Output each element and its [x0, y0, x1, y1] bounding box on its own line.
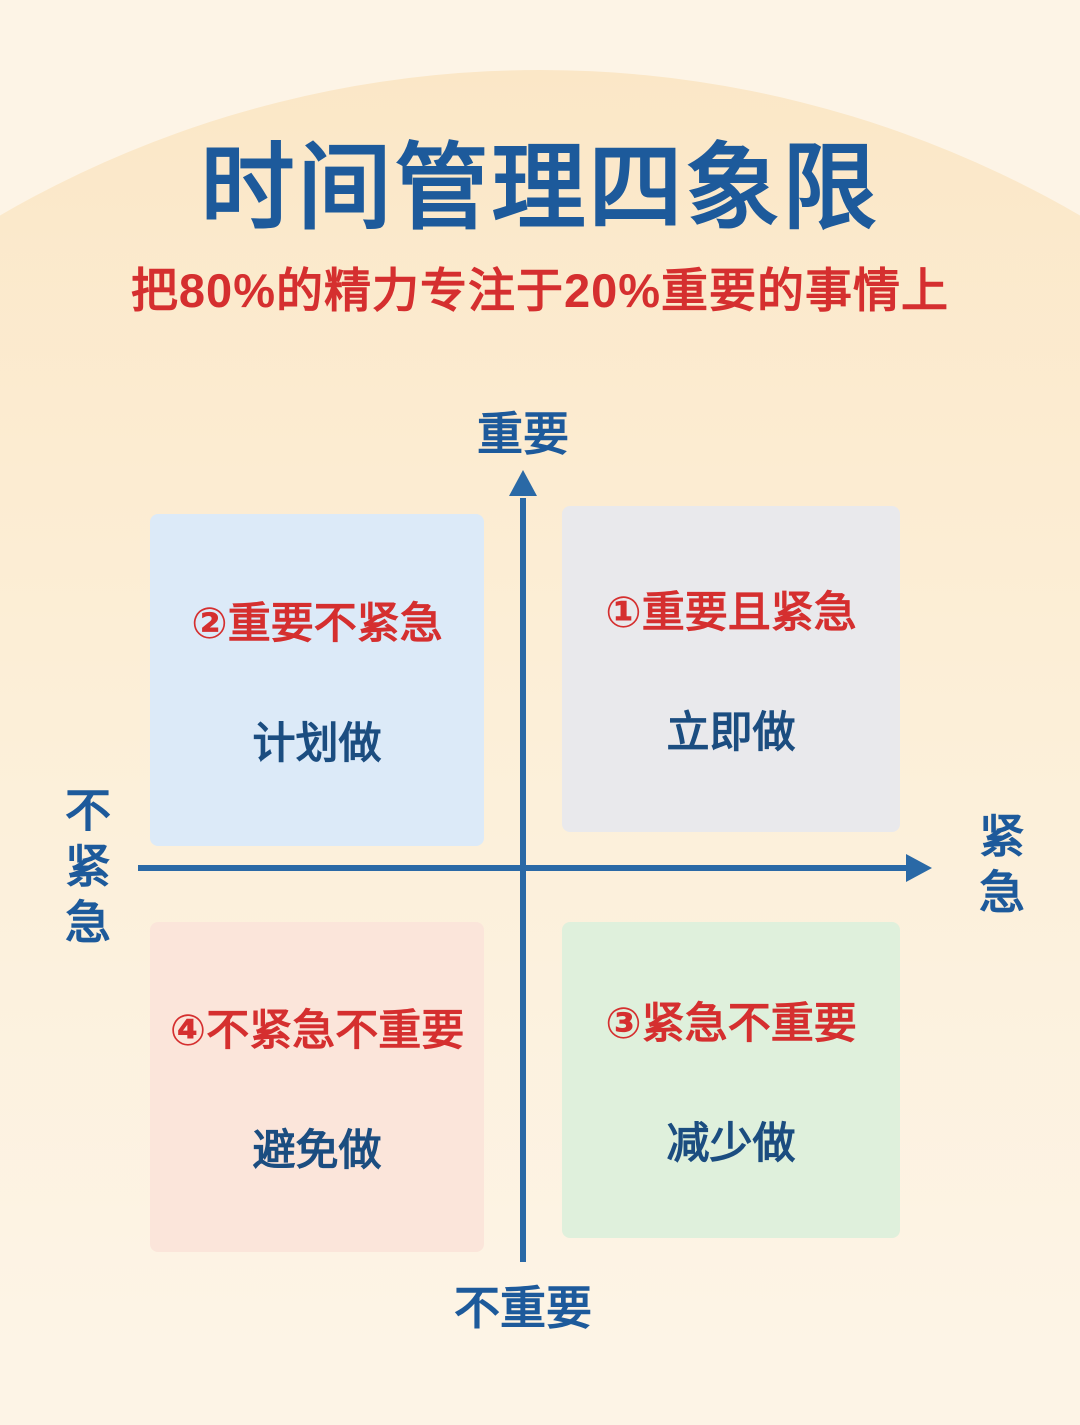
- quadrant-heading: ③紧急不重要: [605, 1000, 857, 1048]
- quadrant-action: 减少做: [666, 1120, 796, 1168]
- subtitle: 把80%的精力专注于20%重要的事情上: [130, 264, 950, 317]
- quadrant-heading: ④不紧急不重要: [169, 1007, 465, 1055]
- quadrant-important-and-urgent: ①重要且紧急 立即做: [562, 506, 900, 832]
- axis-arrow-up-icon: [509, 470, 537, 496]
- axis-label-urgent: 紧急: [973, 812, 1025, 924]
- quadrant-heading: ①重要且紧急: [605, 589, 857, 637]
- axis-label-not-urgent: 不紧急: [59, 786, 111, 954]
- quadrant-action: 立即做: [666, 709, 796, 757]
- axis-label-important: 重要: [477, 408, 569, 460]
- quadrant-action: 计划做: [252, 720, 382, 768]
- quadrant-not-urgent-not-important: ④不紧急不重要 避免做: [150, 922, 484, 1252]
- quadrant-action: 避免做: [252, 1127, 382, 1175]
- axis-label-not-important: 不重要: [454, 1282, 592, 1334]
- horizontal-axis-line: [138, 865, 910, 871]
- quadrant-important-not-urgent: ②重要不紧急 计划做: [150, 514, 484, 846]
- vertical-axis-line: [520, 498, 526, 1262]
- quadrant-urgent-not-important: ③紧急不重要 减少做: [562, 922, 900, 1238]
- quadrant-heading: ②重要不紧急: [191, 600, 443, 648]
- axis-arrow-right-icon: [906, 854, 932, 882]
- page-title: 时间管理四象限: [200, 135, 880, 240]
